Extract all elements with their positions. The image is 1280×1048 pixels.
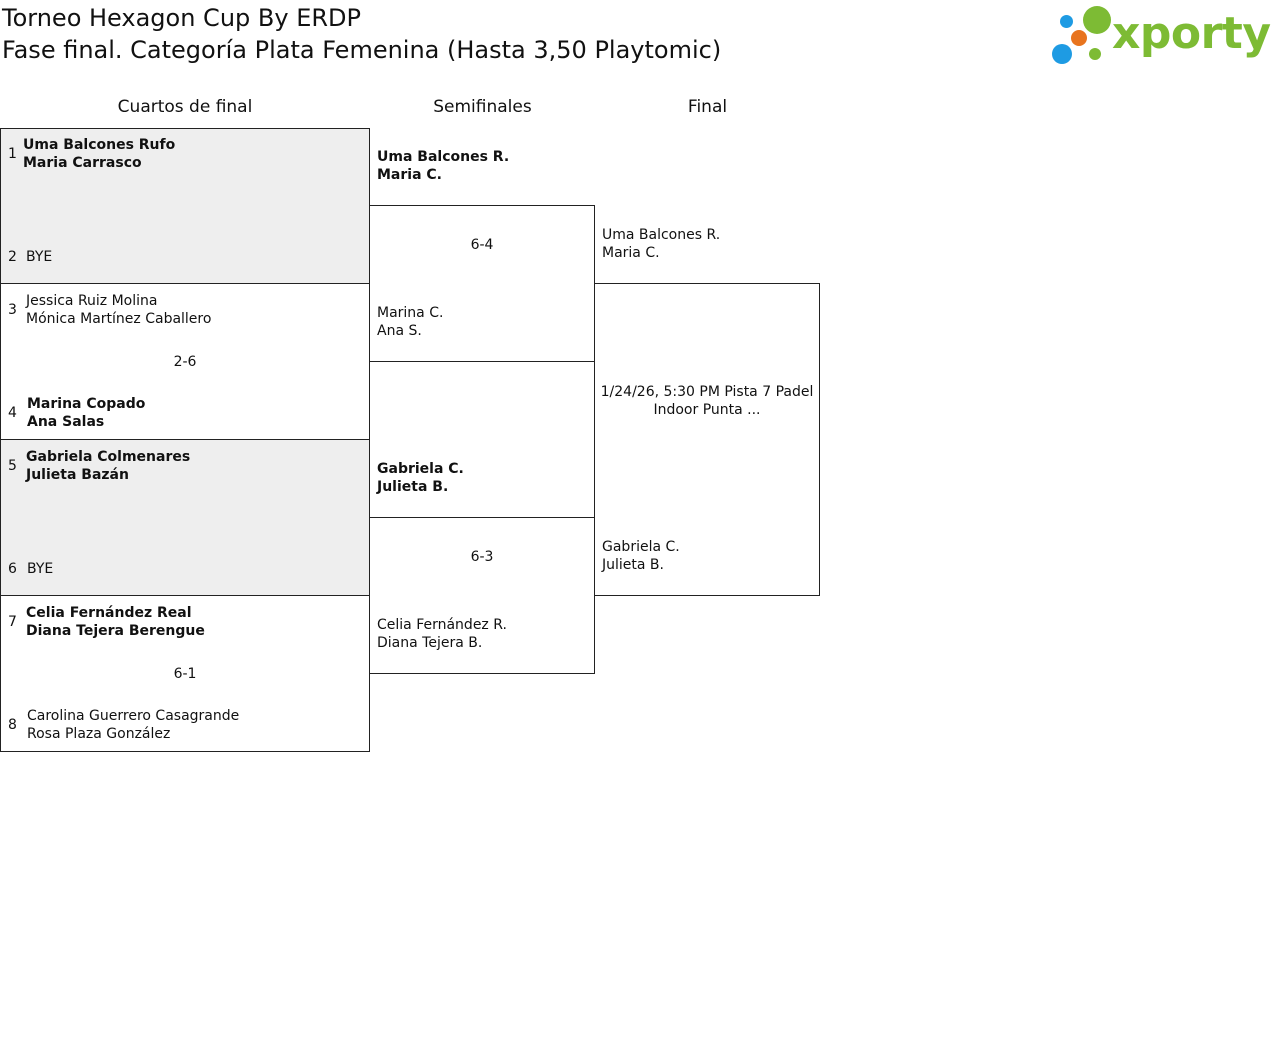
team-name: Celia Fernández Real [26,605,192,621]
team-name: Marina Copado [27,396,146,412]
team-name: Maria C. [602,245,660,261]
match-score: 6-4 [470,237,494,253]
match-score: 6-3 [470,549,494,565]
logo-dot-green [1083,6,1111,34]
team-name: BYE [27,561,54,577]
team-name: Uma Balcones R. [377,149,510,165]
qf-match-3[interactable] [0,439,370,596]
team-name: Julieta Bazán [26,467,129,483]
logo-dot-blue [1052,44,1072,64]
logo-text: xporty [1112,8,1271,59]
team-name: Uma Balcones R. [602,227,721,243]
final-match[interactable] [594,283,820,596]
qf-match-1[interactable] [0,128,370,284]
logo-dot-blue-small [1060,15,1073,28]
seed-number: 6 [8,561,17,577]
team-name: Gabriela C. [377,461,464,477]
team-name: Carolina Guerrero Casagrande [27,708,240,724]
seed-number: 4 [8,405,17,421]
team-name: Gabriela C. [602,539,680,555]
match-score: 2-6 [173,354,197,370]
round-title-quarterfinals: Cuartos de final [117,97,253,117]
team-name: Maria Carrasco [23,155,142,171]
xporty-logo: xporty [1050,4,1276,68]
tournament-title: Torneo Hexagon Cup By ERDP [2,4,361,32]
round-title-final: Final [687,97,728,117]
seed-number: 8 [8,717,17,733]
match-score: 6-1 [173,666,197,682]
team-name: Diana Tejera Berengue [26,623,205,639]
category-subtitle: Fase final. Categoría Plata Femenina (Ha… [2,36,722,64]
team-name: Celia Fernández R. [377,617,507,633]
team-name: Ana Salas [27,414,105,430]
seed-number: 3 [8,302,17,318]
team-name: Jessica Ruiz Molina [26,293,158,309]
team-name: Diana Tejera B. [377,635,483,651]
team-name: Julieta B. [602,557,664,573]
team-name: Maria C. [377,167,442,183]
team-name: Mónica Martínez Caballero [26,311,212,327]
seed-number: 7 [8,614,17,630]
team-name: BYE [26,249,53,265]
logo-dot-orange [1071,30,1087,46]
logo-dot-green-small [1089,48,1101,60]
seed-number: 5 [8,458,17,474]
team-name: Marina C. [377,305,444,321]
team-name: Uma Balcones Rufo [23,137,176,153]
seed-number: 2 [8,249,17,265]
team-name: Gabriela Colmenares [26,449,191,465]
round-title-semifinals: Semifinales [433,97,532,117]
team-name: Ana S. [377,323,422,339]
seed-number: 1 [8,146,17,162]
match-schedule-info: 1/24/26, 5:30 PM Pista 7 Padel Indoor Pu… [600,384,814,418]
team-name: Rosa Plaza González [27,726,171,742]
team-name: Julieta B. [377,479,449,495]
